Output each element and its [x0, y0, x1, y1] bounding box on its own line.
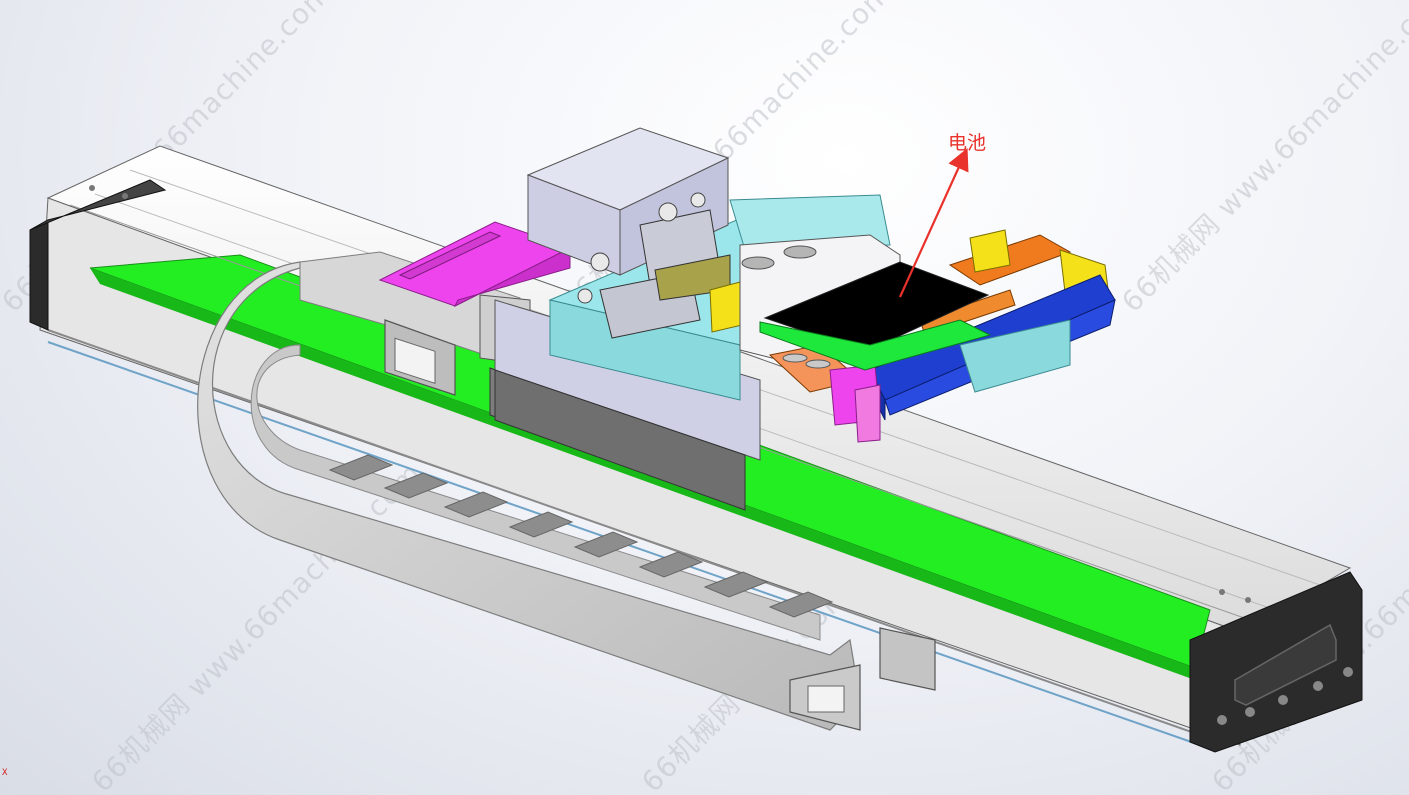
end-cap-bolt — [1245, 707, 1255, 717]
rail-green-strip-shadow — [90, 268, 1195, 680]
chain-bracket-window — [394, 337, 436, 385]
air-fitting — [690, 192, 706, 208]
tray-slot — [805, 359, 831, 369]
pink-end-block — [854, 384, 881, 443]
rail-bolt — [1219, 589, 1225, 595]
left-end-cap — [29, 219, 49, 331]
rail-bolt — [89, 185, 95, 191]
cable-chain — [197, 251, 936, 731]
carriage — [378, 127, 1116, 511]
air-fitting — [577, 288, 593, 304]
chain-bracket — [879, 627, 936, 691]
magenta-bracket-front — [453, 247, 571, 308]
cable-chain-windows — [328, 454, 834, 618]
left-end-cap-top — [29, 179, 167, 231]
end-cap-bolt — [1313, 681, 1323, 691]
chain-bracket-window — [807, 685, 845, 713]
rail-groove — [47, 329, 1201, 736]
chain-window — [328, 454, 394, 481]
cyan-base-plate-front — [549, 299, 741, 401]
end-cap-bolt — [1217, 715, 1227, 725]
chain-window — [443, 491, 509, 518]
magenta-slot — [398, 231, 502, 280]
cyan-lower-frame — [959, 319, 1071, 393]
air-fitting — [658, 202, 678, 222]
yellow-block — [969, 229, 1011, 273]
rail-bolt — [1245, 597, 1251, 603]
end-cap-bolt — [1278, 695, 1288, 705]
chain-window — [508, 511, 574, 538]
holder-slot — [783, 245, 817, 259]
chain-window — [573, 531, 639, 558]
air-fitting — [590, 252, 610, 272]
chain-window — [638, 551, 704, 578]
tray-slot — [782, 353, 808, 363]
chain-window — [768, 591, 834, 618]
axis-triad-icon: X — [2, 768, 8, 778]
battery-label: 电池 — [948, 132, 987, 154]
carriage-dark-side — [494, 369, 746, 511]
yellow-spacer — [709, 281, 743, 333]
orange-clamp — [948, 234, 1072, 286]
chain-window — [703, 571, 769, 598]
callout-arrow-icon — [898, 147, 969, 298]
rail-bolt — [122, 193, 128, 199]
cable-chain-inner — [250, 344, 821, 641]
green-tab — [759, 319, 992, 371]
chain-window — [383, 472, 449, 499]
holder-slot — [741, 256, 775, 270]
right-end-cap-window — [1234, 623, 1337, 706]
end-cap-bolt — [1343, 667, 1353, 677]
